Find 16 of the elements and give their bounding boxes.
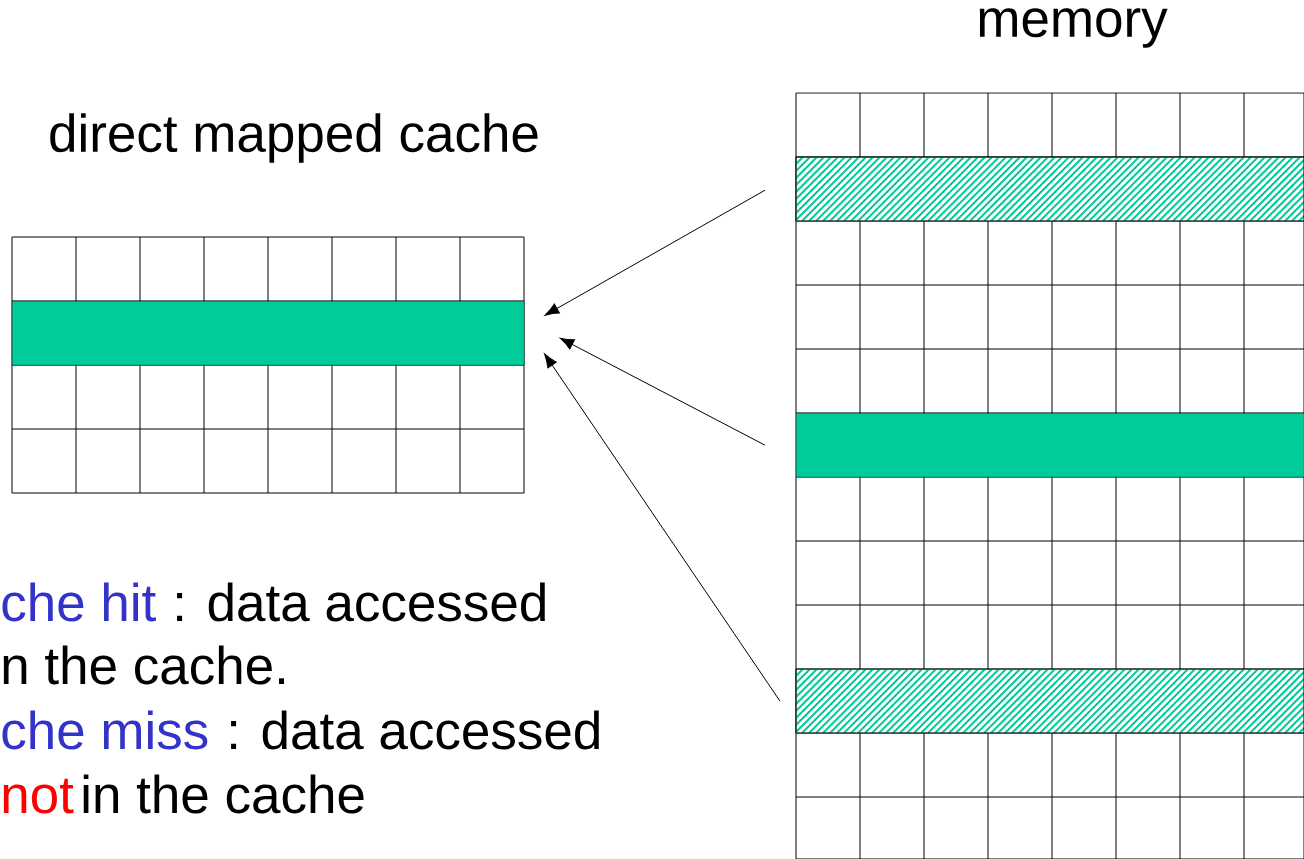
highlighted-row — [12, 301, 525, 366]
arrow — [544, 189, 766, 316]
highlighted-row — [795, 668, 1304, 734]
arrow — [544, 353, 781, 702]
highlighted-row — [795, 156, 1304, 222]
text: : data accessed — [177, 582, 545, 622]
text: not — [3, 778, 74, 814]
text: che miss — [2, 710, 208, 750]
text: in the cache — [83, 774, 364, 814]
heading: memory — [979, 8, 1168, 48]
arrow — [559, 337, 766, 446]
heading: direct mapped cache — [50, 113, 538, 163]
text: che hit — [2, 582, 156, 622]
text: : data accessed — [231, 710, 599, 750]
text: n the cache. — [3, 645, 285, 685]
highlighted-row — [796, 413, 1304, 478]
